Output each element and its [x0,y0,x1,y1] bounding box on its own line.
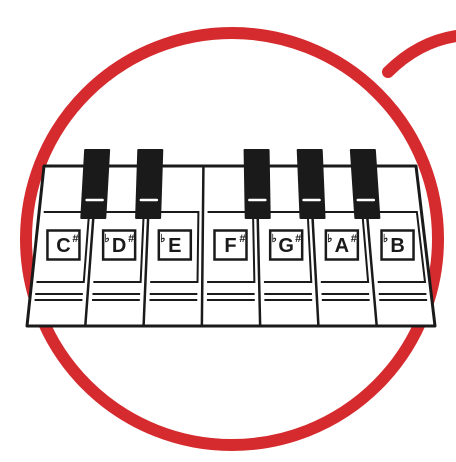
black-key-f-sharp [245,150,270,218]
key-letter: E [168,235,181,257]
key-letter: D [112,235,126,257]
key-letter: B [390,235,404,257]
flat-symbol: ♭ [327,233,332,245]
key-letter: A [335,235,349,257]
keyboard: C#D♭#E♭F#G♭#A♭#B♭ [27,150,435,326]
flat-symbol: ♭ [272,233,277,245]
black-key-d-sharp [136,150,162,218]
sharp-symbol: # [239,233,245,245]
black-key-g-sharp [298,150,325,218]
black-key-c-sharp [81,150,109,218]
key-letter: G [278,235,294,257]
black-key-a-sharp [351,150,380,218]
black-key-body [245,150,270,218]
sharp-symbol: # [351,233,357,245]
black-key-body [298,150,325,218]
key-divider [202,166,204,326]
key-letter: F [224,235,236,257]
flat-symbol: ♭ [105,233,110,245]
black-key-body [136,150,162,218]
flat-symbol: ♭ [160,233,165,245]
black-key-body [81,150,109,218]
sharp-symbol: # [72,233,78,245]
black-key-body [351,150,380,218]
key-letter: C [56,235,70,257]
sharp-symbol: # [295,233,301,245]
sharp-symbol: # [128,233,134,245]
flat-symbol: ♭ [383,233,388,245]
